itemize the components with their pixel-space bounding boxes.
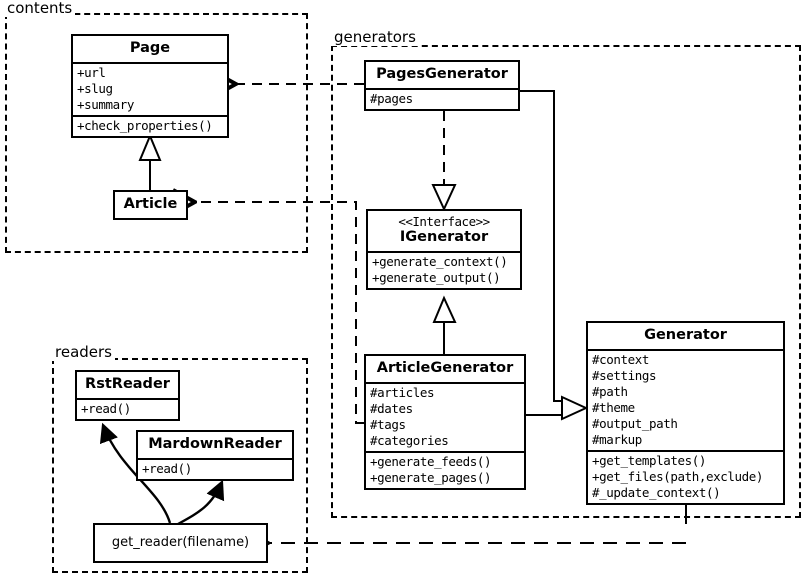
attribute-row: #theme bbox=[592, 399, 635, 415]
attribute-row: #dates bbox=[370, 400, 413, 416]
class-box-pagesgenerator[interactable]: PagesGenerator #pages bbox=[364, 60, 520, 111]
class-box-article[interactable]: Article bbox=[113, 190, 188, 220]
class-name-pagesgenerator: PagesGenerator bbox=[366, 62, 518, 90]
class-box-igenerator[interactable]: <<Interface>> IGenerator +generate_conte… bbox=[366, 209, 522, 291]
function-box-get-reader[interactable]: get_reader(filename) bbox=[93, 523, 268, 563]
class-attributes-pagesgenerator: #pages bbox=[366, 90, 518, 109]
operation-row: +generate_pages() bbox=[370, 469, 492, 485]
operation-row: +read() bbox=[81, 400, 131, 416]
class-attributes-articlegenerator: #articles #dates #tags #categories bbox=[366, 384, 524, 451]
attribute-row: #settings bbox=[592, 367, 657, 383]
attribute-row: #markup bbox=[592, 431, 642, 447]
class-name-igenerator: <<Interface>> IGenerator bbox=[368, 211, 520, 254]
attribute-row: #context bbox=[592, 351, 650, 367]
attribute-row: #pages bbox=[370, 90, 413, 106]
package-readers-label: readers bbox=[52, 343, 115, 361]
class-operations-rstreader: +read() bbox=[77, 400, 178, 419]
class-name-label: IGenerator bbox=[399, 229, 489, 246]
class-operations-igenerator: +generate_context() +generate_output() bbox=[368, 253, 520, 288]
package-generators-label: generators bbox=[331, 28, 419, 46]
class-operations-articlegenerator: +generate_feeds() +generate_pages() bbox=[366, 450, 524, 488]
class-attributes-page: +url +slug +summary bbox=[73, 64, 227, 115]
operation-row: #_update_context() bbox=[592, 484, 721, 500]
operation-row: +check_properties() bbox=[77, 117, 213, 133]
operation-row: +read() bbox=[142, 460, 192, 476]
operation-row: +generate_output() bbox=[372, 270, 501, 286]
attribute-row: #articles bbox=[370, 384, 435, 400]
package-readers bbox=[52, 358, 308, 573]
operation-row: +get_files(path,exclude) bbox=[592, 468, 764, 484]
class-operations-page: +check_properties() bbox=[73, 114, 227, 136]
attribute-row: #categories bbox=[370, 432, 449, 448]
attribute-row: #path bbox=[592, 383, 628, 399]
operation-row: +generate_context() bbox=[372, 254, 508, 270]
class-box-rstreader[interactable]: RstReader +read() bbox=[75, 370, 180, 421]
class-name-article: Article bbox=[123, 196, 178, 212]
class-box-page[interactable]: Page +url +slug +summary +check_properti… bbox=[71, 34, 229, 138]
attribute-row: +slug bbox=[77, 80, 113, 96]
class-name-markdownreader: MardownReader bbox=[138, 432, 292, 460]
class-stereotype-igenerator: <<Interface>> bbox=[398, 214, 490, 229]
class-name-page: Page bbox=[73, 36, 227, 64]
class-name-generator: Generator bbox=[588, 323, 783, 351]
class-name-rstreader: RstReader bbox=[77, 372, 178, 400]
class-attributes-generator: #context #settings #path #theme #output_… bbox=[588, 351, 783, 450]
class-name-articlegenerator: ArticleGenerator bbox=[366, 356, 524, 384]
class-operations-generator: +get_templates() +get_files(path,exclude… bbox=[588, 449, 783, 503]
package-contents-label: contents bbox=[4, 0, 76, 17]
operation-row: +get_templates() bbox=[592, 452, 707, 468]
class-box-generator[interactable]: Generator #context #settings #path #them… bbox=[586, 321, 785, 505]
attribute-row: #tags bbox=[370, 416, 406, 432]
attribute-row: +url bbox=[77, 64, 106, 80]
operation-row: +generate_feeds() bbox=[370, 453, 492, 469]
attribute-row: #output_path bbox=[592, 415, 678, 431]
class-operations-markdownreader: +read() bbox=[138, 460, 292, 479]
function-label-get-reader: get_reader(filename) bbox=[111, 535, 250, 550]
class-box-articlegenerator[interactable]: ArticleGenerator #articles #dates #tags … bbox=[364, 354, 526, 490]
class-box-markdownreader[interactable]: MardownReader +read() bbox=[136, 430, 294, 481]
package-contents bbox=[5, 13, 308, 253]
attribute-row: +summary bbox=[77, 96, 135, 112]
